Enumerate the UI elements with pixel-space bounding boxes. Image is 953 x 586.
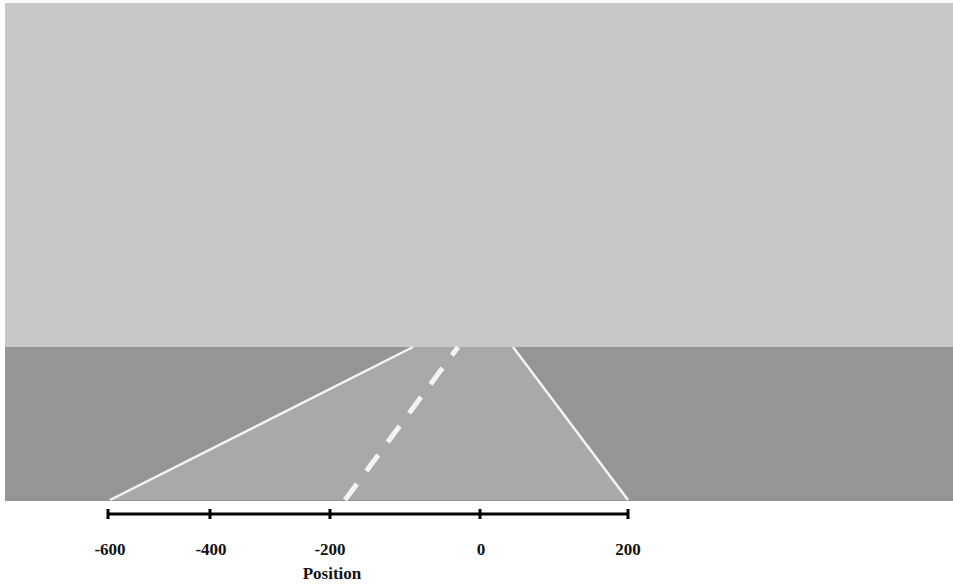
- road-surface: [110, 347, 628, 500]
- tick-label: -400: [195, 541, 226, 560]
- tick-label: -200: [314, 541, 345, 560]
- tick-label: 0: [477, 541, 486, 560]
- centre-line: [345, 347, 458, 500]
- tick-label: -600: [94, 541, 125, 560]
- sky: [5, 3, 953, 347]
- tick-label: 200: [615, 541, 641, 560]
- ground: [5, 347, 953, 501]
- axis-title: Position: [303, 565, 362, 584]
- axis-ticks: [108, 509, 628, 519]
- road-edge-right: [513, 347, 628, 500]
- road-edge-left: [110, 347, 413, 500]
- axis-line: [107, 513, 629, 516]
